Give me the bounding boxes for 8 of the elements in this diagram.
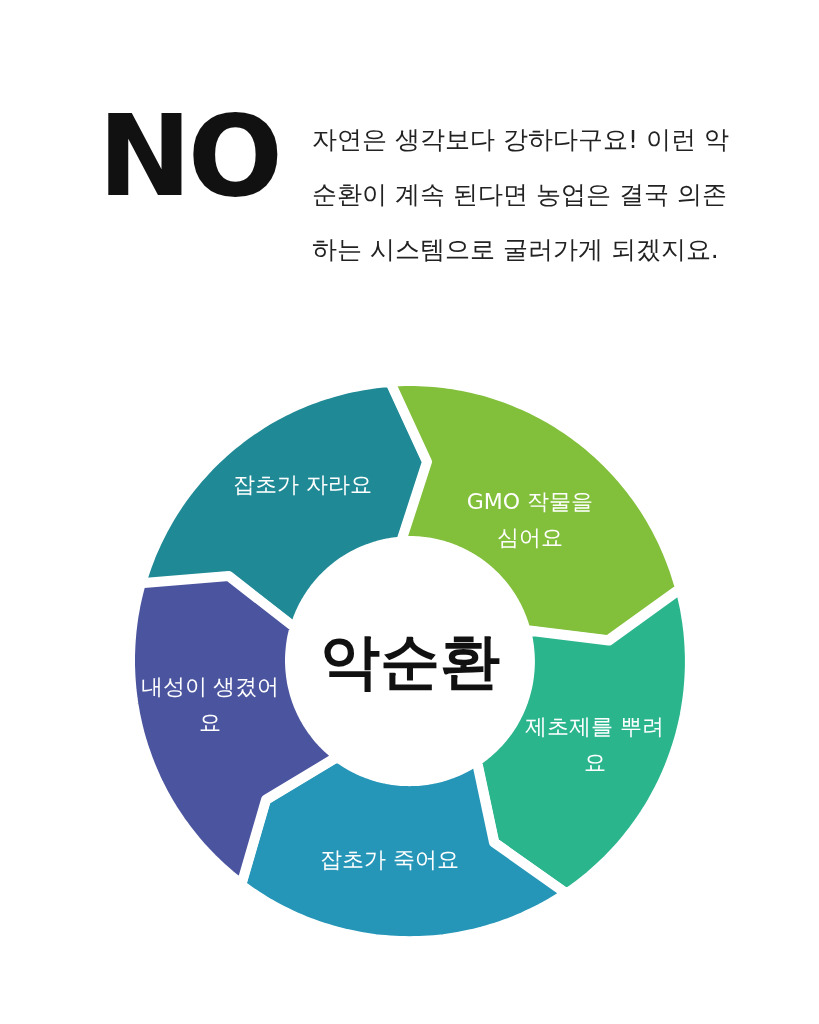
segment-label: 내성이 생겼어요 [139,673,281,737]
center-label: 악순환 [319,628,501,694]
segment-label: 제초제를 뿌려요 [524,713,666,777]
segment-label: 잡초가 자라요 [232,471,374,499]
note-text: 자연은 생각보다 강하다구요! 이런 악순환이 계속 된다면 농업은 결국 의존하는 시스템으로 굴러가게 되겠지요. [312,124,730,266]
segment-label: GMO 작물을 심어요 [465,488,595,552]
segment-label: 잡초가 죽어요 [319,846,461,874]
heading: NO [98,100,279,212]
